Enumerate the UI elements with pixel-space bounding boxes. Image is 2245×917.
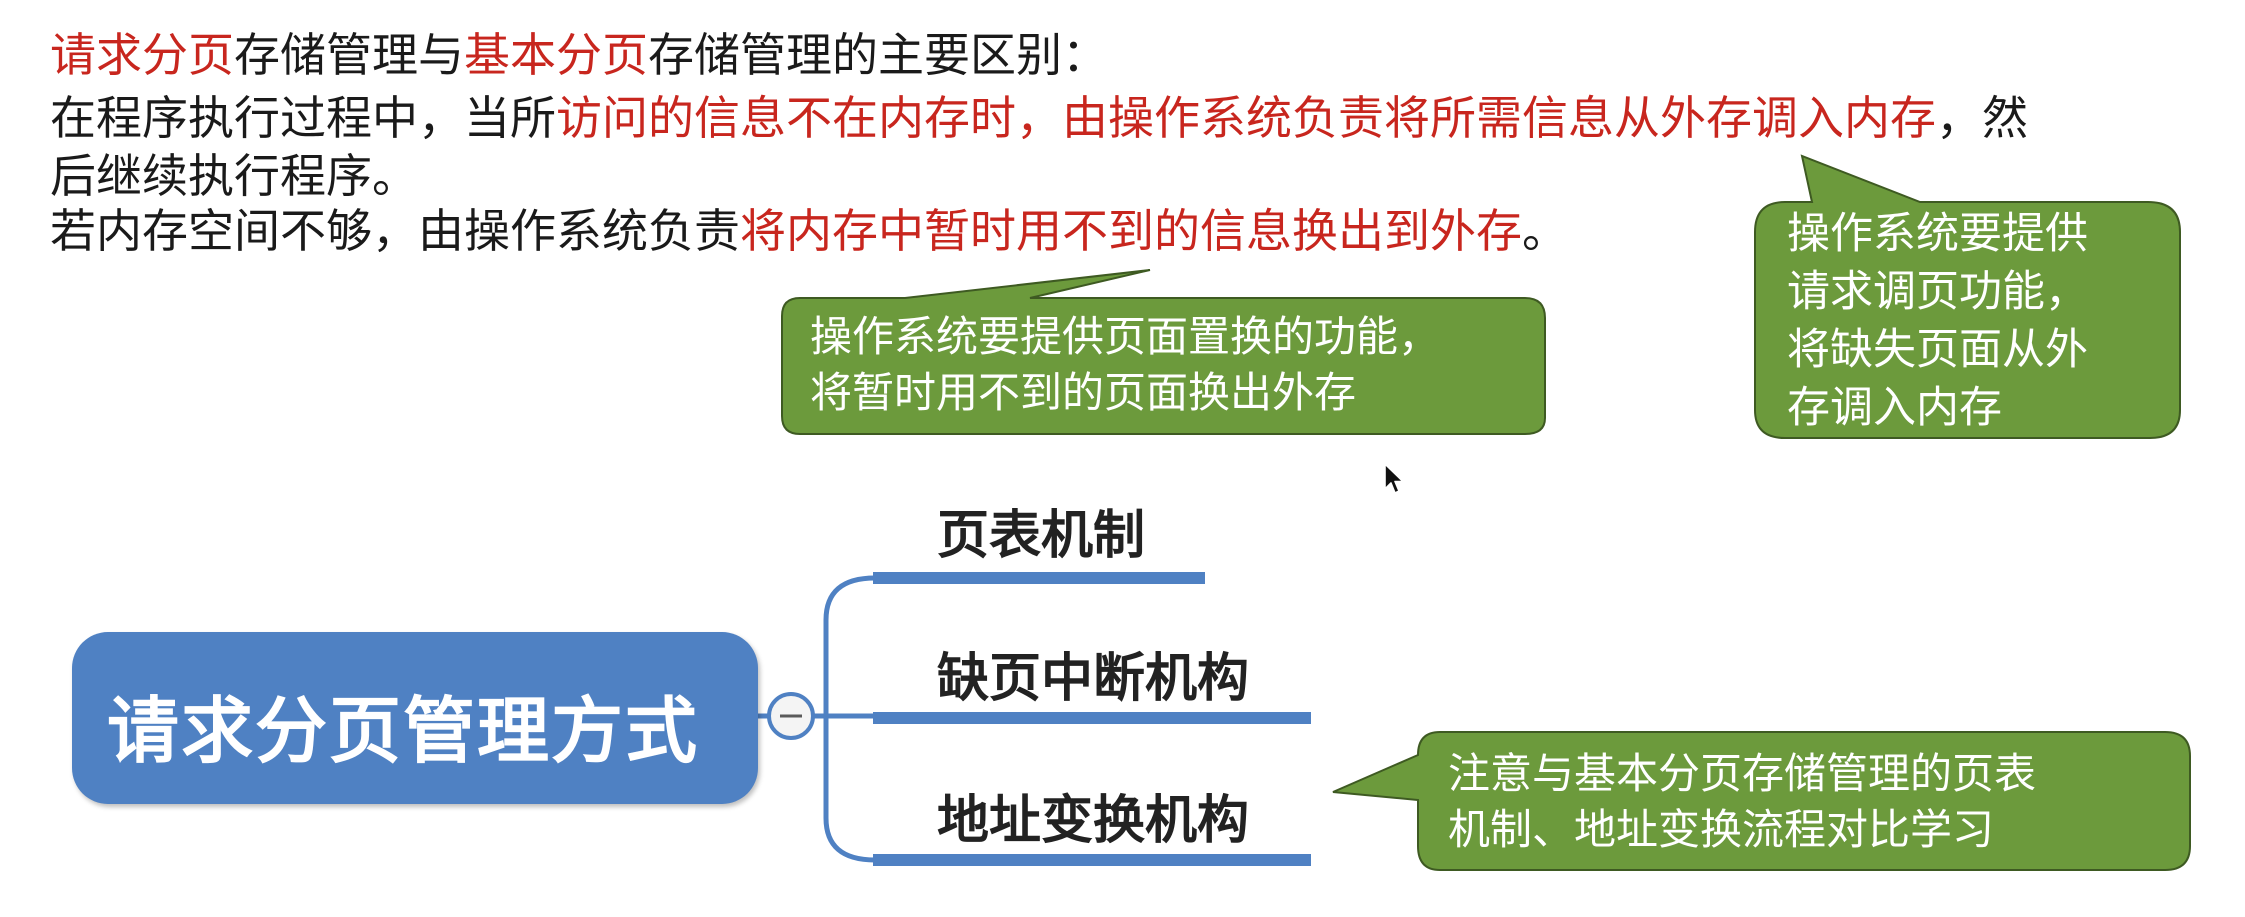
callout-line: 将缺失页面从外 <box>1787 325 2088 375</box>
callout-paging: 操作系统要提供 请求调页功能， 将缺失页面从外 存调入内存 <box>1787 205 2088 437</box>
text-segment: 在程序执行过程中，当所 <box>50 91 556 145</box>
callout-line: 存调入内存 <box>1787 383 2002 433</box>
connector-spine <box>823 575 876 863</box>
callout-replacement: 操作系统要提供页面置换的功能， 将暂时用不到的页面换出外存 <box>810 309 1440 421</box>
callout-line: 操作系统要提供 <box>1787 209 2088 259</box>
body-line-3: 若内存空间不够，由操作系统负责将内存中暂时用不到的信息换出到外存。 <box>50 202 1568 260</box>
callout-paging-shape <box>1754 154 2181 439</box>
highlight-page-fault: 访问的信息不在内存时，由操作系统负责将所需信息从外存调入内存 <box>556 91 1936 145</box>
callout-line: 机制、地址变换流程对比学习 <box>1448 805 1995 854</box>
callout-line: 操作系统要提供页面置换的功能， <box>810 312 1441 361</box>
collapse-toggle-icon[interactable] <box>767 692 815 740</box>
text-segment: 若内存空间不够，由操作系统负责 <box>50 204 740 258</box>
text-segment: 后继续执行程序。 <box>50 149 418 203</box>
callout-replacement-shape <box>781 269 1546 435</box>
text-segment: ，然 <box>1936 91 2028 145</box>
mouse-pointer-icon <box>1384 463 1404 494</box>
callout-line: 注意与基本分页存储管理的页表 <box>1448 749 2037 798</box>
branch-address-translation[interactable]: 地址变换机构 <box>937 791 1250 851</box>
text-segment: 存储管理与 <box>234 28 464 82</box>
text-segment: 存储管理的主要区别： <box>648 28 1108 82</box>
callout-line: 请求调页功能， <box>1787 267 2088 317</box>
callout-note: 注意与基本分页存储管理的页表 机制、地址变换流程对比学习 <box>1448 746 2036 858</box>
term-demand-paging: 请求分页 <box>50 28 234 82</box>
callout-line: 将暂时用不到的页面换出外存 <box>810 368 1357 417</box>
text-segment: 。 <box>1522 204 1568 258</box>
central-topic-label: 请求分页管理方式 <box>106 688 699 773</box>
heading-line: 请求分页存储管理与基本分页存储管理的主要区别： <box>50 26 1108 84</box>
central-topic-node[interactable]: 请求分页管理方式 <box>72 632 758 804</box>
body-line-1: 在程序执行过程中，当所访问的信息不在内存时，由操作系统负责将所需信息从外存调入内… <box>50 89 2028 147</box>
branch-page-table[interactable]: 页表机制 <box>937 506 1146 566</box>
body-line-2: 后继续执行程序。 <box>50 147 418 205</box>
term-basic-paging: 基本分页 <box>464 28 648 82</box>
highlight-swap-out: 将内存中暂时用不到的信息换出到外存 <box>740 204 1522 258</box>
callout-note-shape <box>1332 731 2191 871</box>
branch-page-fault-interrupt[interactable]: 缺页中断机构 <box>937 649 1250 709</box>
